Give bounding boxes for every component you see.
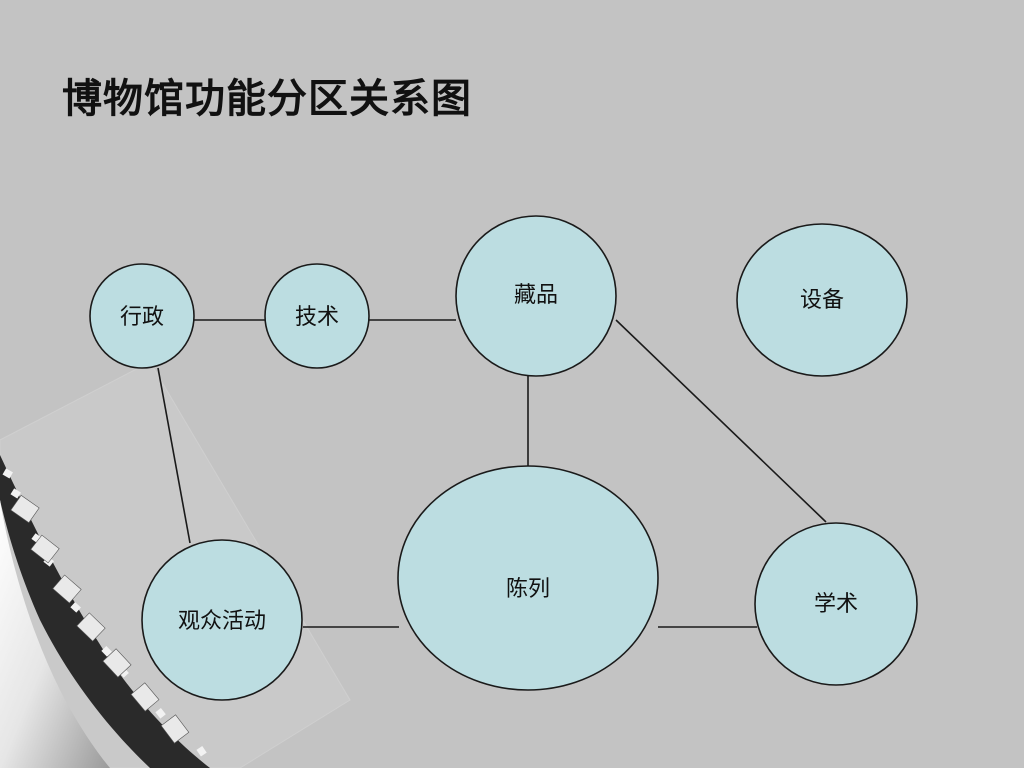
node-collection-label: 藏品 xyxy=(514,283,558,308)
node-admin-label: 行政 xyxy=(120,305,164,330)
edge-admin-audience xyxy=(158,368,190,543)
node-academic: 学术 xyxy=(755,523,917,685)
node-collection: 藏品 xyxy=(456,216,616,376)
node-exhibition: 陈列 xyxy=(398,466,658,690)
node-admin: 行政 xyxy=(90,264,194,368)
node-equipment: 设备 xyxy=(737,224,907,376)
node-audience-label: 观众活动 xyxy=(178,609,266,634)
node-equipment-label: 设备 xyxy=(800,288,844,313)
node-academic-label: 学术 xyxy=(814,592,858,617)
node-exhibition-label: 陈列 xyxy=(506,577,550,602)
node-audience: 观众活动 xyxy=(142,540,302,700)
node-tech: 技术 xyxy=(265,264,369,368)
node-tech-label: 技术 xyxy=(295,305,339,330)
